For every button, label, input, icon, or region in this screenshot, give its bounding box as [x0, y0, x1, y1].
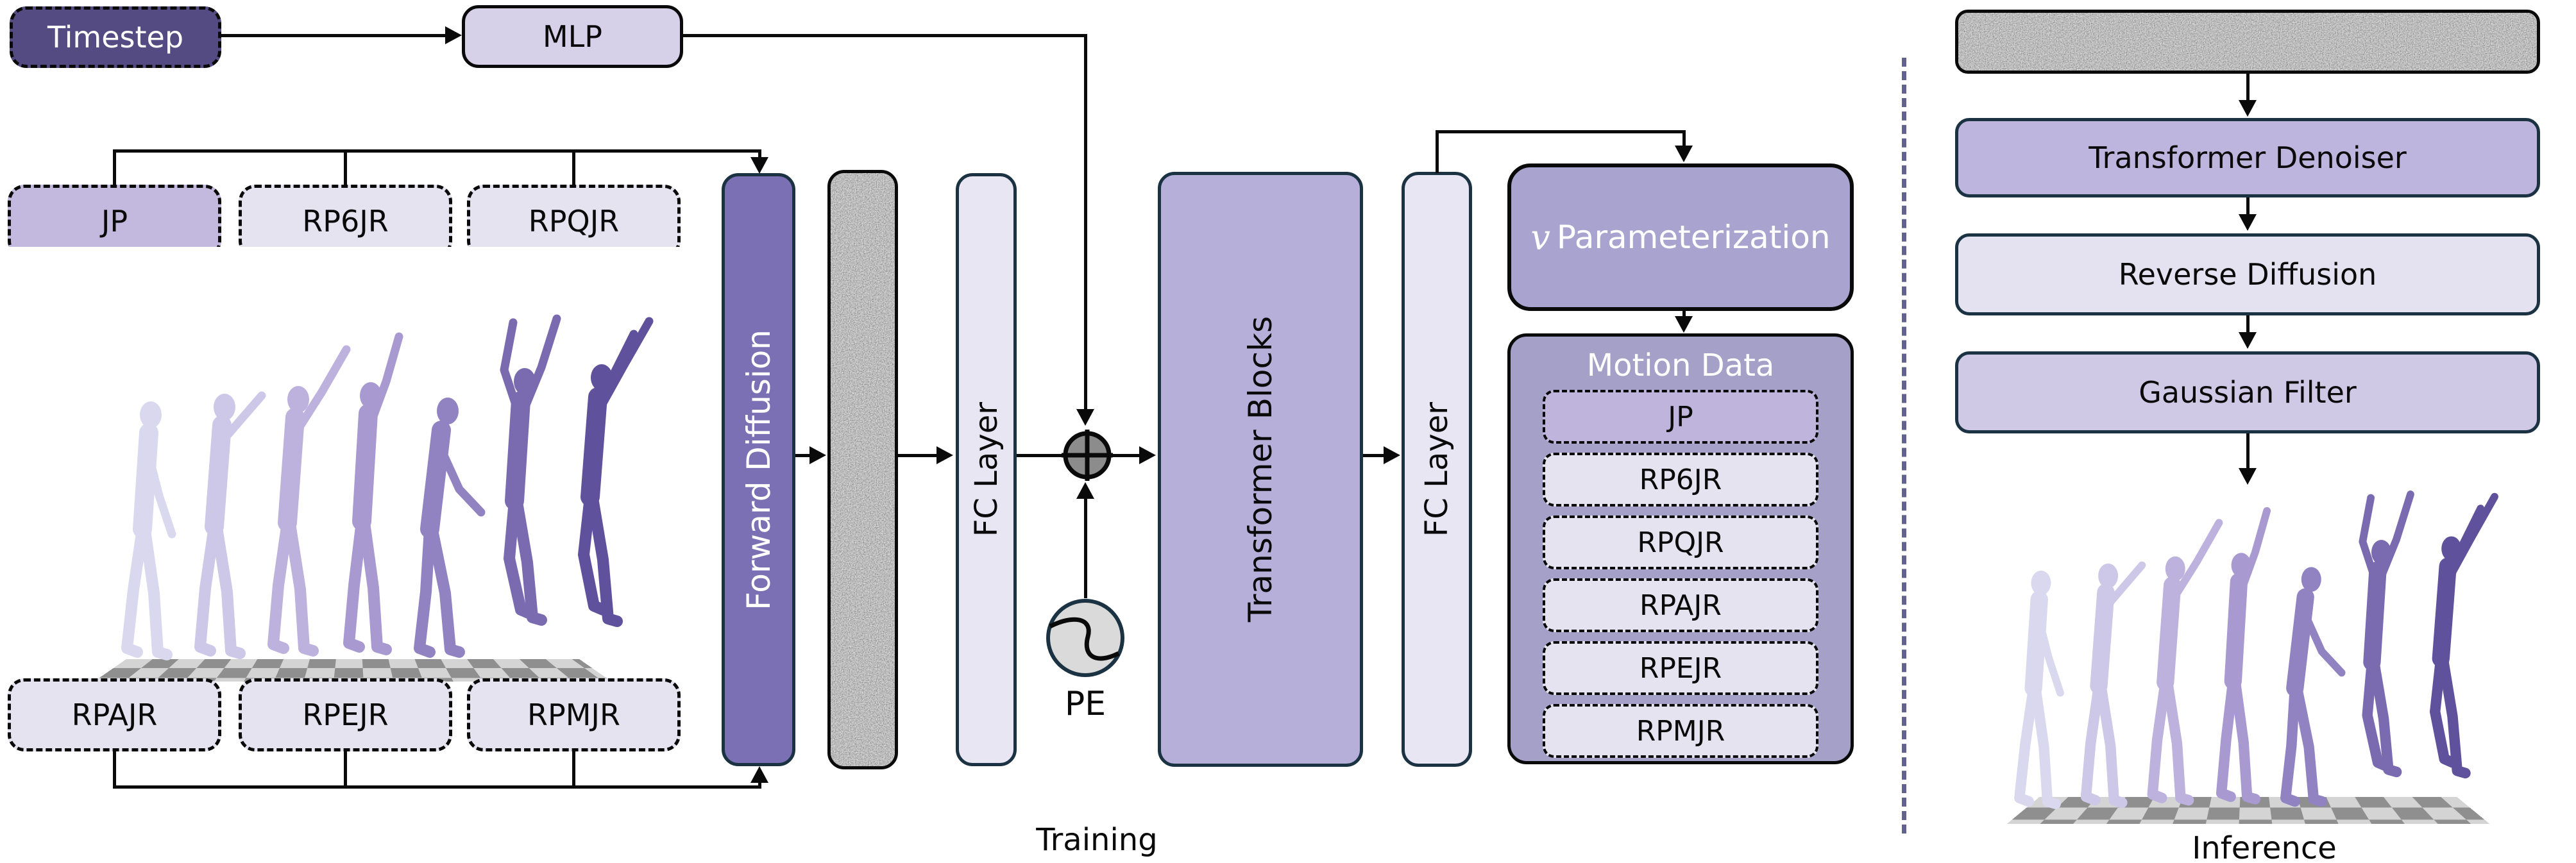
connector-rp6jr-up — [344, 149, 347, 186]
input-rpejr-box: RPEJR — [239, 678, 452, 751]
v-parameterization-box: v Parameterization — [1507, 163, 1854, 311]
connector-rpqjr-up — [572, 149, 575, 186]
human-motion-sequence — [1956, 487, 2540, 824]
gaussian-noise-texture — [1958, 13, 2537, 71]
connector-into-vparam — [1682, 130, 1686, 147]
arrowhead-into-output — [2239, 468, 2257, 485]
arrowhead-into-plus-top — [1076, 409, 1094, 426]
gaussian-noise-texture — [831, 173, 895, 766]
connector-plus-tb — [1111, 454, 1140, 457]
training-motion-image — [6, 247, 699, 682]
connector-bus-up — [758, 783, 761, 789]
gaussian-filter-label: Gaussian Filter — [2139, 374, 2357, 410]
arrowhead-into-tb — [1139, 446, 1156, 464]
connector-reverse-gaussian — [2246, 315, 2250, 332]
input-rp6jr-label: RP6JR — [302, 203, 389, 239]
inference-section-label: Inference — [2192, 830, 2337, 863]
input-rpmjr-label: RPMJR — [527, 697, 620, 732]
connector-rpajr-down — [113, 751, 116, 789]
arrowhead-into-denoiser — [2239, 100, 2257, 117]
connector-bottom-bus — [113, 785, 761, 789]
v-symbol: v — [1530, 217, 1550, 258]
input-rpmjr-box: RPMJR — [467, 678, 681, 751]
connector-tb-fc2 — [1363, 454, 1385, 457]
connector-rpmjr-down — [572, 751, 575, 789]
connector-jp-up — [113, 149, 116, 186]
fc-layer-2-box: FC Layer — [1402, 172, 1472, 767]
human-motion-sequence — [6, 247, 699, 682]
input-jp-box: JP — [8, 185, 221, 258]
gaussian-filter-box: Gaussian Filter — [1955, 351, 2540, 433]
input-rpqjr-box: RPQJR — [467, 185, 681, 258]
arrowhead-into-gaussian — [2239, 332, 2257, 349]
input-rpajr-label: RPAJR — [71, 697, 158, 732]
noised-latent-bar — [827, 170, 898, 769]
arrowhead-into-mlp — [445, 26, 462, 44]
arrowhead-into-plus-bottom — [1076, 482, 1094, 499]
pe-label: PE — [1064, 685, 1106, 723]
motion-item-rpajr: RPAJR — [1543, 578, 1818, 632]
connector-vparam-motion — [1682, 311, 1686, 317]
connector-gaussian-output — [2246, 433, 2250, 469]
reverse-diffusion-label: Reverse Diffusion — [2118, 256, 2377, 292]
transformer-blocks-label: Transformer Blocks — [1242, 316, 1279, 623]
motion-item-rpmjr: RPMJR — [1543, 704, 1818, 758]
arrowhead-into-reverse — [2239, 214, 2257, 231]
motion-data-items: JP RP6JR RPQJR RPAJR RPEJR RPMJR — [1543, 390, 1818, 758]
mlp-label: MLP — [542, 19, 603, 54]
arrowhead-into-fd-top — [750, 157, 768, 174]
connector-fc1-plus — [1017, 454, 1065, 457]
connector-noise-fc1 — [898, 454, 938, 457]
inference-motion-image — [1956, 487, 2540, 824]
connector-denoiser-reverse — [2246, 197, 2250, 214]
connector-bus-down — [758, 149, 761, 157]
motion-data-title: Motion Data — [1586, 348, 1775, 383]
plus-circle-icon — [1062, 430, 1113, 481]
transformer-denoiser-box: Transformer Denoiser — [1955, 118, 2540, 197]
transformer-denoiser-label: Transformer Denoiser — [2089, 140, 2407, 175]
input-jp-label: JP — [101, 203, 128, 239]
connector-fc2-east — [1436, 130, 1686, 133]
motion-item-rp6jr: RP6JR — [1543, 453, 1818, 507]
connector-fc2-up — [1436, 130, 1439, 173]
transformer-blocks-box: Transformer Blocks — [1158, 172, 1363, 767]
mlp-box: MLP — [462, 5, 683, 68]
input-rpqjr-label: RPQJR — [528, 203, 620, 239]
timestep-box: Timestep — [10, 6, 221, 68]
v-parameterization-label: Parameterization — [1556, 219, 1831, 256]
fc-layer-1-box: FC Layer — [956, 173, 1017, 766]
forward-diffusion-label: Forward Diffusion — [740, 329, 777, 610]
arrowhead-into-noise — [809, 446, 826, 464]
timestep-label: Timestep — [47, 19, 184, 54]
input-rpajr-box: RPAJR — [8, 678, 221, 751]
arrowhead-into-fd-bottom — [750, 766, 768, 783]
training-section-label: Training — [1036, 822, 1158, 858]
connector-top-bus — [113, 149, 761, 153]
pe-wave-icon — [1046, 599, 1124, 677]
section-divider — [1902, 58, 1906, 834]
arrowhead-into-fc2 — [1384, 446, 1400, 464]
motion-item-rpqjr: RPQJR — [1543, 515, 1818, 569]
forward-diffusion-box: Forward Diffusion — [722, 173, 795, 766]
arrowhead-into-motion — [1675, 316, 1693, 333]
input-rpejr-label: RPEJR — [302, 697, 389, 732]
connector-noise-denoiser — [2246, 74, 2250, 101]
fc-layer-1-label: FC Layer — [968, 402, 1004, 537]
fc-layer-2-label: FC Layer — [1419, 401, 1455, 537]
arrowhead-into-vparam — [1675, 146, 1693, 162]
connector-mlp-east — [683, 34, 1087, 37]
reverse-diffusion-box: Reverse Diffusion — [1955, 233, 2540, 315]
connector-timestep-mlp — [221, 34, 451, 37]
motion-item-jp: JP — [1543, 390, 1818, 444]
motion-item-rpejr: RPEJR — [1543, 641, 1818, 695]
connector-mlp-down — [1084, 34, 1087, 409]
connector-rpejr-down — [344, 751, 347, 789]
connector-pe-up — [1084, 499, 1087, 598]
inference-noise-bar — [1955, 10, 2540, 74]
connector-fd-noise — [795, 454, 813, 457]
arrowhead-into-fc1 — [936, 446, 953, 464]
